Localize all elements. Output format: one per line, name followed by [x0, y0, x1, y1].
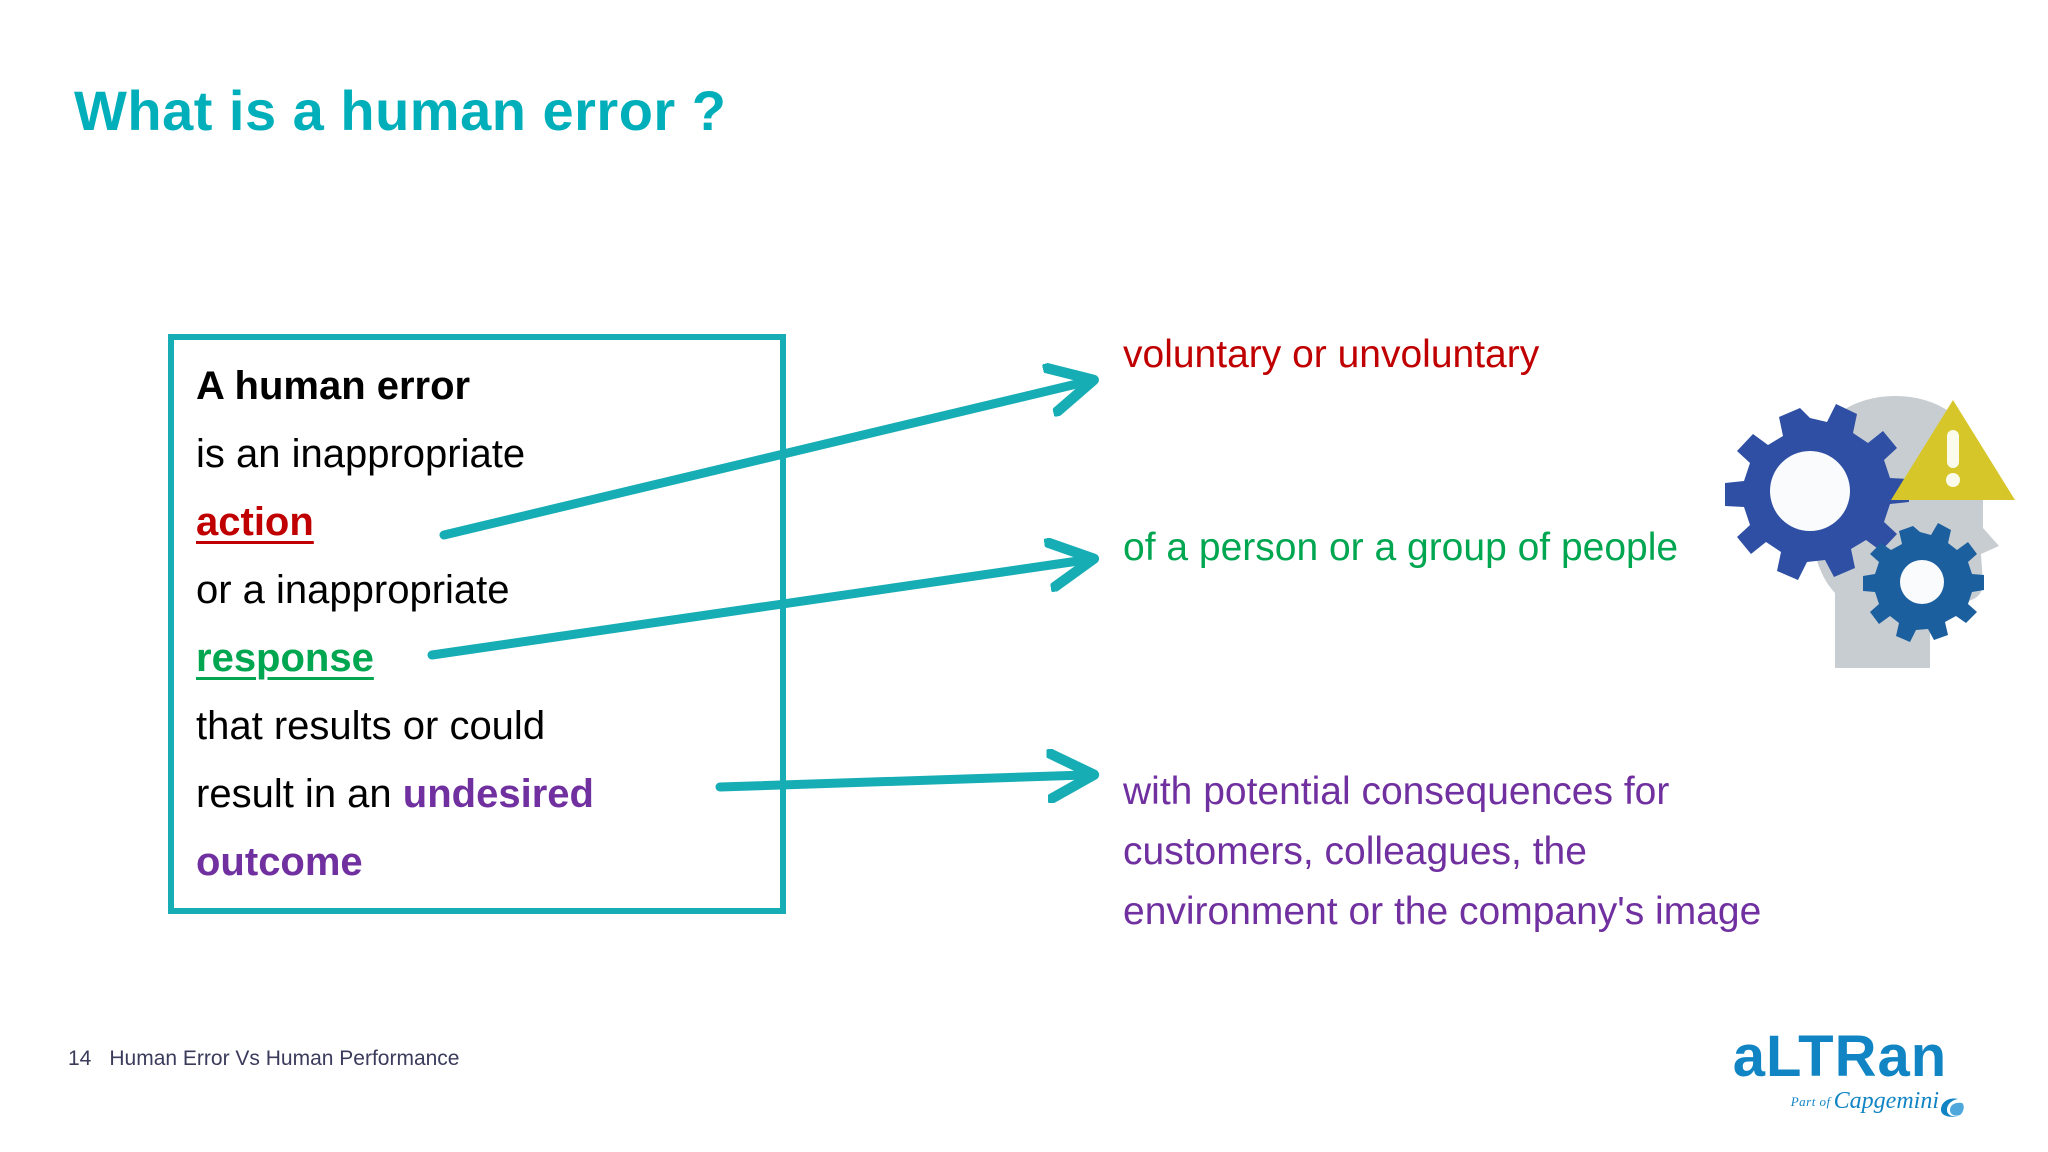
head-with-gears-icon [1725, 396, 2015, 668]
definition-line-3: action [196, 488, 796, 556]
large-gear-icon [1725, 404, 1909, 580]
altran-wordmark: aLTRan [1732, 1024, 1948, 1089]
capgemini-swoosh-icon [1941, 1098, 1964, 1117]
callout-consequences: with potential consequences for customer… [1123, 770, 1762, 933]
definition-heading: A human error [196, 364, 471, 408]
definition-line-7: result in an undesired [196, 760, 796, 828]
definition-line-2: is an inappropriate [196, 420, 796, 488]
definition-line-5: response [196, 624, 796, 692]
definition-text-7: result in an [196, 772, 403, 816]
tagline-brand: Capgemini [1833, 1088, 1939, 1114]
definition-text-6: that results or could [196, 704, 546, 748]
footer: 14 Human Error Vs Human Performance [68, 1047, 459, 1071]
warning-triangle-icon [1891, 400, 2015, 500]
definition-text: A human error is an inappropriate action… [196, 352, 796, 896]
definition-text-4: or a inappropriate [196, 568, 510, 612]
definition-line-6: that results or could [196, 692, 796, 760]
keyword-response: response [196, 636, 374, 680]
callout-person: of a person or a group of people [1123, 526, 1679, 569]
definition-text-2: is an inappropriate [196, 432, 526, 476]
definition-line-8: outcome [196, 828, 796, 896]
keyword-outcome: outcome [196, 840, 363, 884]
definition-line-1: A human error [196, 352, 796, 420]
tagline-prefix: Part of [1790, 1094, 1831, 1109]
keyword-undesired: undesired [402, 772, 594, 816]
keyword-action: action [196, 500, 314, 544]
callout-voluntary: voluntary or unvoluntary [1123, 333, 1540, 376]
footer-page-number: 14 [68, 1047, 92, 1070]
footer-title: Human Error Vs Human Performance [109, 1047, 460, 1070]
small-gear-icon [1863, 523, 1984, 642]
page-title: What is a human error ? [74, 79, 727, 142]
definition-line-4: or a inappropriate [196, 556, 796, 624]
